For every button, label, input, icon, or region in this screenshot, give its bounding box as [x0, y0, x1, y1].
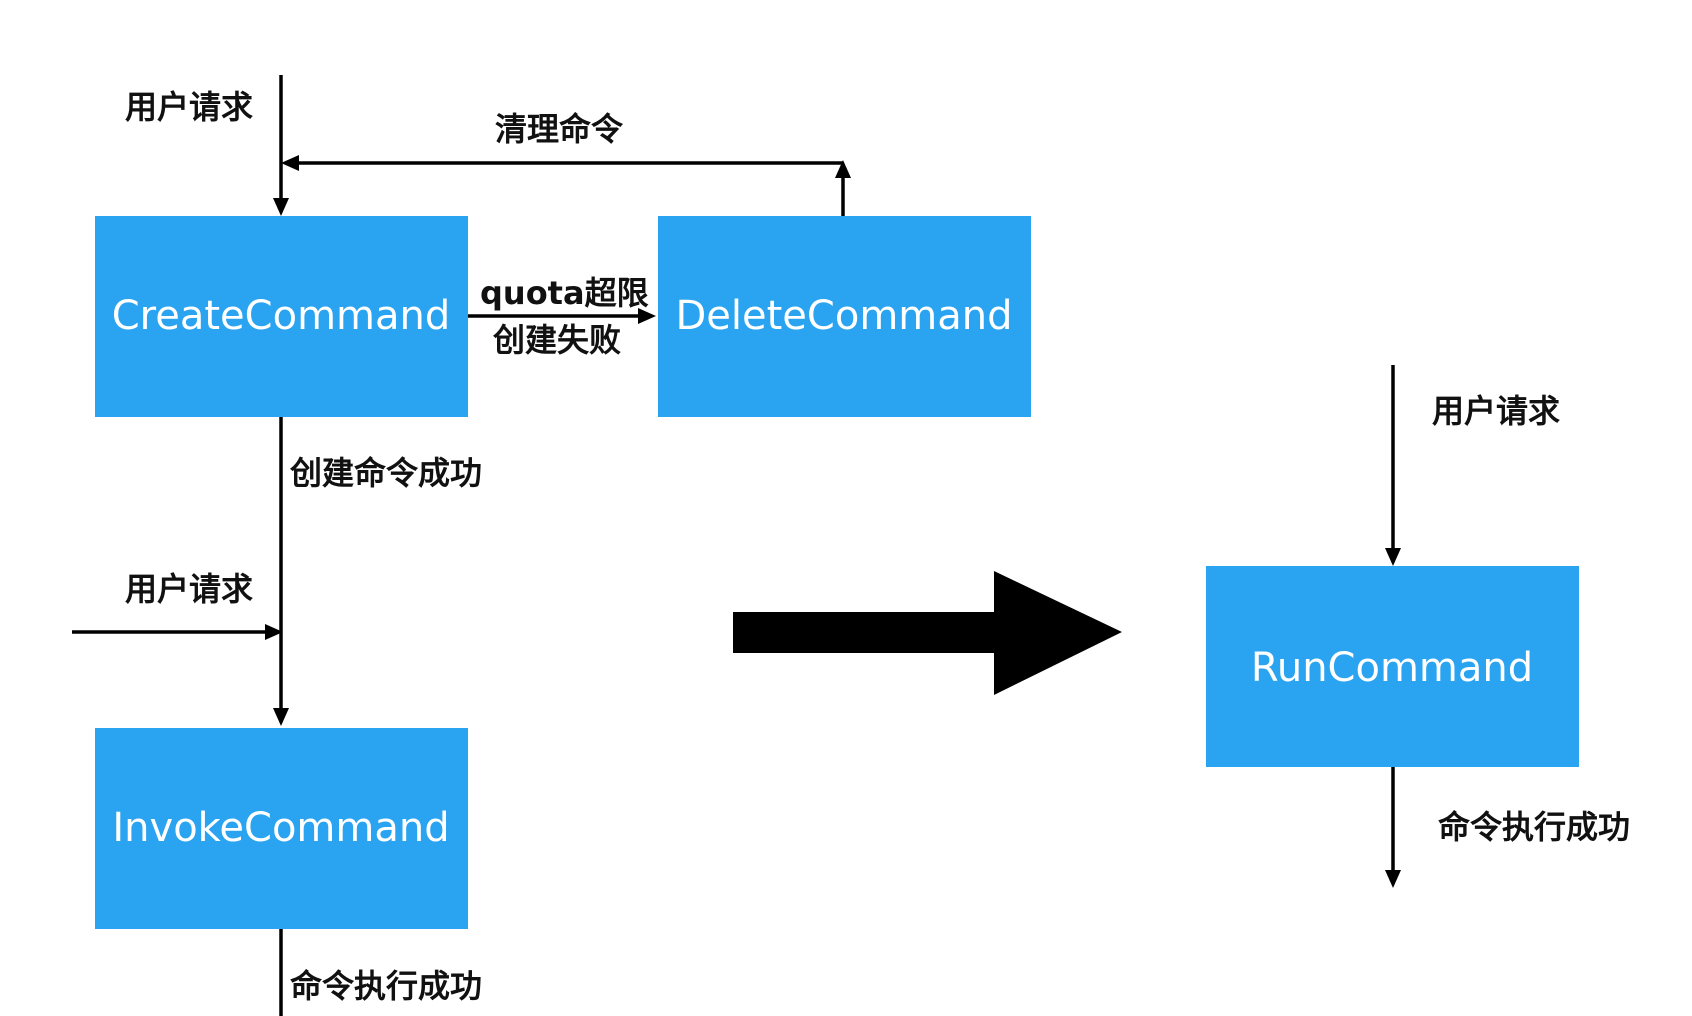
node-invoke-label: InvokeCommand [112, 805, 449, 851]
node-run-label: RunCommand [1251, 645, 1533, 691]
node-invoke-box [95, 728, 468, 929]
label-cleanup-command: 清理命令 [495, 110, 624, 148]
label-quota-exceeded: quota超限 [480, 274, 649, 312]
arrowhead-into-delete [638, 308, 656, 324]
node-run-command: RunCommand [1206, 566, 1579, 767]
arrowhead-user-middle [265, 624, 283, 640]
arrowhead-cleanup-left [281, 155, 299, 171]
node-delete-command: DeleteCommand [658, 216, 1031, 417]
label-run-exec-success: 命令执行成功 [1438, 808, 1630, 846]
label-user-request-top: 用户请求 [125, 88, 253, 126]
node-run-box [1206, 566, 1579, 767]
node-delete-label: DeleteCommand [675, 293, 1012, 339]
arrowhead-into-run [1385, 548, 1401, 566]
node-create-box [95, 216, 468, 417]
node-invoke-command: InvokeCommand [95, 728, 468, 929]
label-user-request-middle: 用户请求 [125, 570, 253, 608]
arrowhead-run-down [1385, 870, 1401, 888]
node-delete-box [658, 216, 1031, 417]
arrowhead-into-invoke [273, 708, 289, 726]
node-create-command: CreateCommand [95, 216, 468, 417]
arrowhead-into-create [273, 198, 289, 216]
transform-arrow-icon [733, 571, 1122, 695]
label-create-success: 创建命令成功 [289, 454, 482, 492]
node-create-label: CreateCommand [112, 293, 451, 339]
label-create-failed: 创建失败 [492, 321, 621, 359]
label-user-request-right: 用户请求 [1432, 392, 1560, 430]
label-invoke-exec-success: 命令执行成功 [290, 967, 482, 1005]
arrowhead-delete-up [835, 160, 851, 178]
